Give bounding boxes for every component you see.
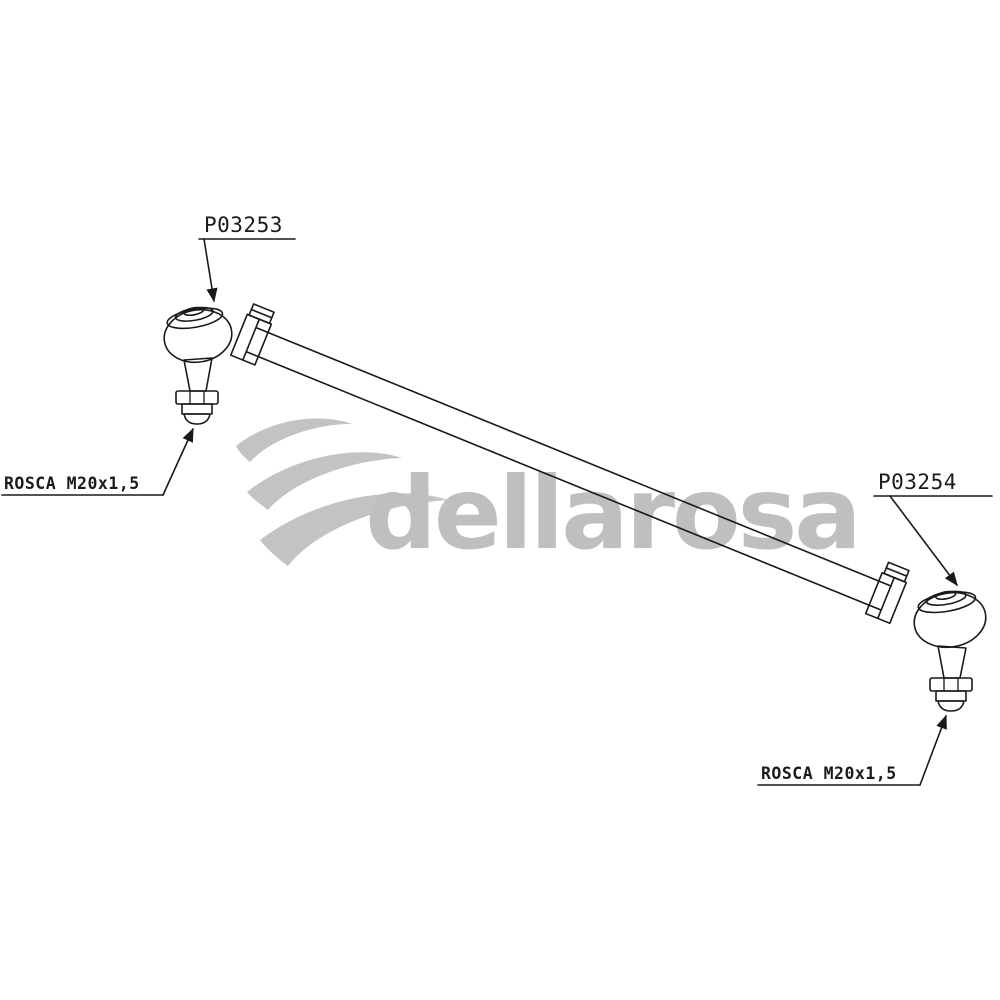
leader-line-left-thread-diagonal — [162, 427, 194, 496]
logo-swoosh-top — [236, 418, 352, 462]
logo-swoosh-middle — [247, 452, 402, 510]
tie-rod-drawing — [1, 238, 993, 786]
leader-line-left-part-diagonal — [203, 238, 218, 303]
left-ball-joint — [163, 306, 233, 364]
rod-tube — [246, 327, 892, 611]
right-clamp — [864, 561, 910, 625]
leader-line-right-part-diagonal — [889, 495, 958, 587]
watermark-text: dellarosa — [365, 455, 858, 572]
leader-lines — [1, 238, 993, 786]
part-number-label-left: P03253 — [204, 213, 283, 237]
thread-spec-label-right: ROSCA M20x1,5 — [761, 764, 897, 783]
leader-line-right-thread-diagonal — [919, 714, 947, 786]
right-stud — [929, 645, 973, 712]
thread-spec-label-left: ROSCA M20x1,5 — [4, 474, 140, 493]
logo-swoosh-bottom — [260, 493, 448, 566]
part-number-label-right: P03254 — [878, 470, 957, 494]
right-ball-joint — [913, 590, 987, 649]
dellarosa-logo-icon — [236, 418, 448, 566]
left-clamp — [229, 303, 275, 366]
left-stud — [175, 357, 219, 425]
